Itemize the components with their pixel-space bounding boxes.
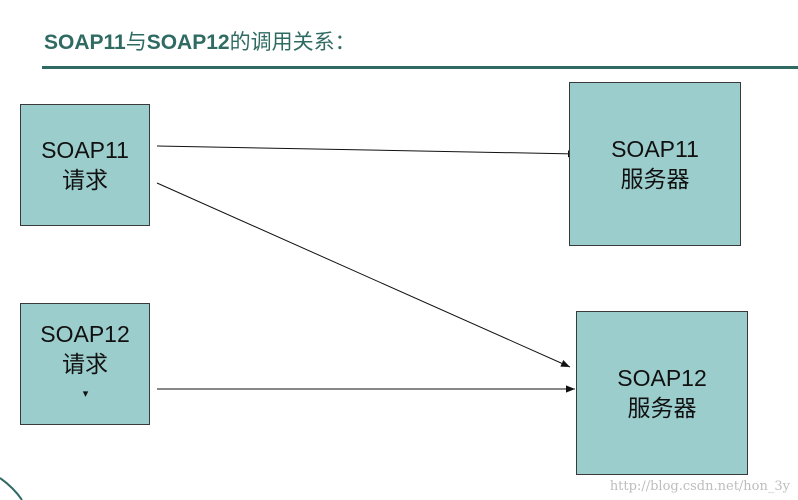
caret-down-icon: ▾ (82, 388, 89, 400)
node-label-role-text: 请求 (62, 351, 108, 377)
node-label-role: 服务器 (627, 395, 697, 421)
node-soap11-server: SOAP11 服务器 (569, 82, 741, 246)
node-label-role: 请求 ▾ (62, 349, 108, 409)
page-title: SOAP11与SOAP12的调用关系： (44, 26, 356, 56)
node-label-role: 服务器 (620, 166, 690, 192)
title-divider (42, 66, 798, 69)
node-label-protocol: SOAP12 (617, 365, 707, 391)
watermark-url: http://blog.csdn.net/hon_3y (609, 479, 790, 494)
title-part-soap12: SOAP12 (146, 31, 230, 54)
node-label-protocol: SOAP11 (41, 137, 129, 163)
node-soap11-request: SOAP11 请求 (20, 104, 150, 226)
edge-soap11-request-to-soap11-server (156, 145, 578, 158)
node-label-role: 请求 (62, 167, 108, 193)
node-label-protocol: SOAP12 (40, 321, 130, 347)
title-part-and: 与 (125, 30, 147, 54)
node-label-protocol: SOAP11 (611, 136, 699, 162)
edge-soap11-request-to-soap12-server (156, 182, 571, 368)
node-soap12-server: SOAP12 服务器 (576, 311, 748, 475)
title-part-soap11: SOAP11 (44, 31, 126, 54)
title-part-relation: 的调用关系： (229, 30, 356, 54)
node-soap12-request: SOAP12 请求 ▾ (20, 303, 150, 425)
